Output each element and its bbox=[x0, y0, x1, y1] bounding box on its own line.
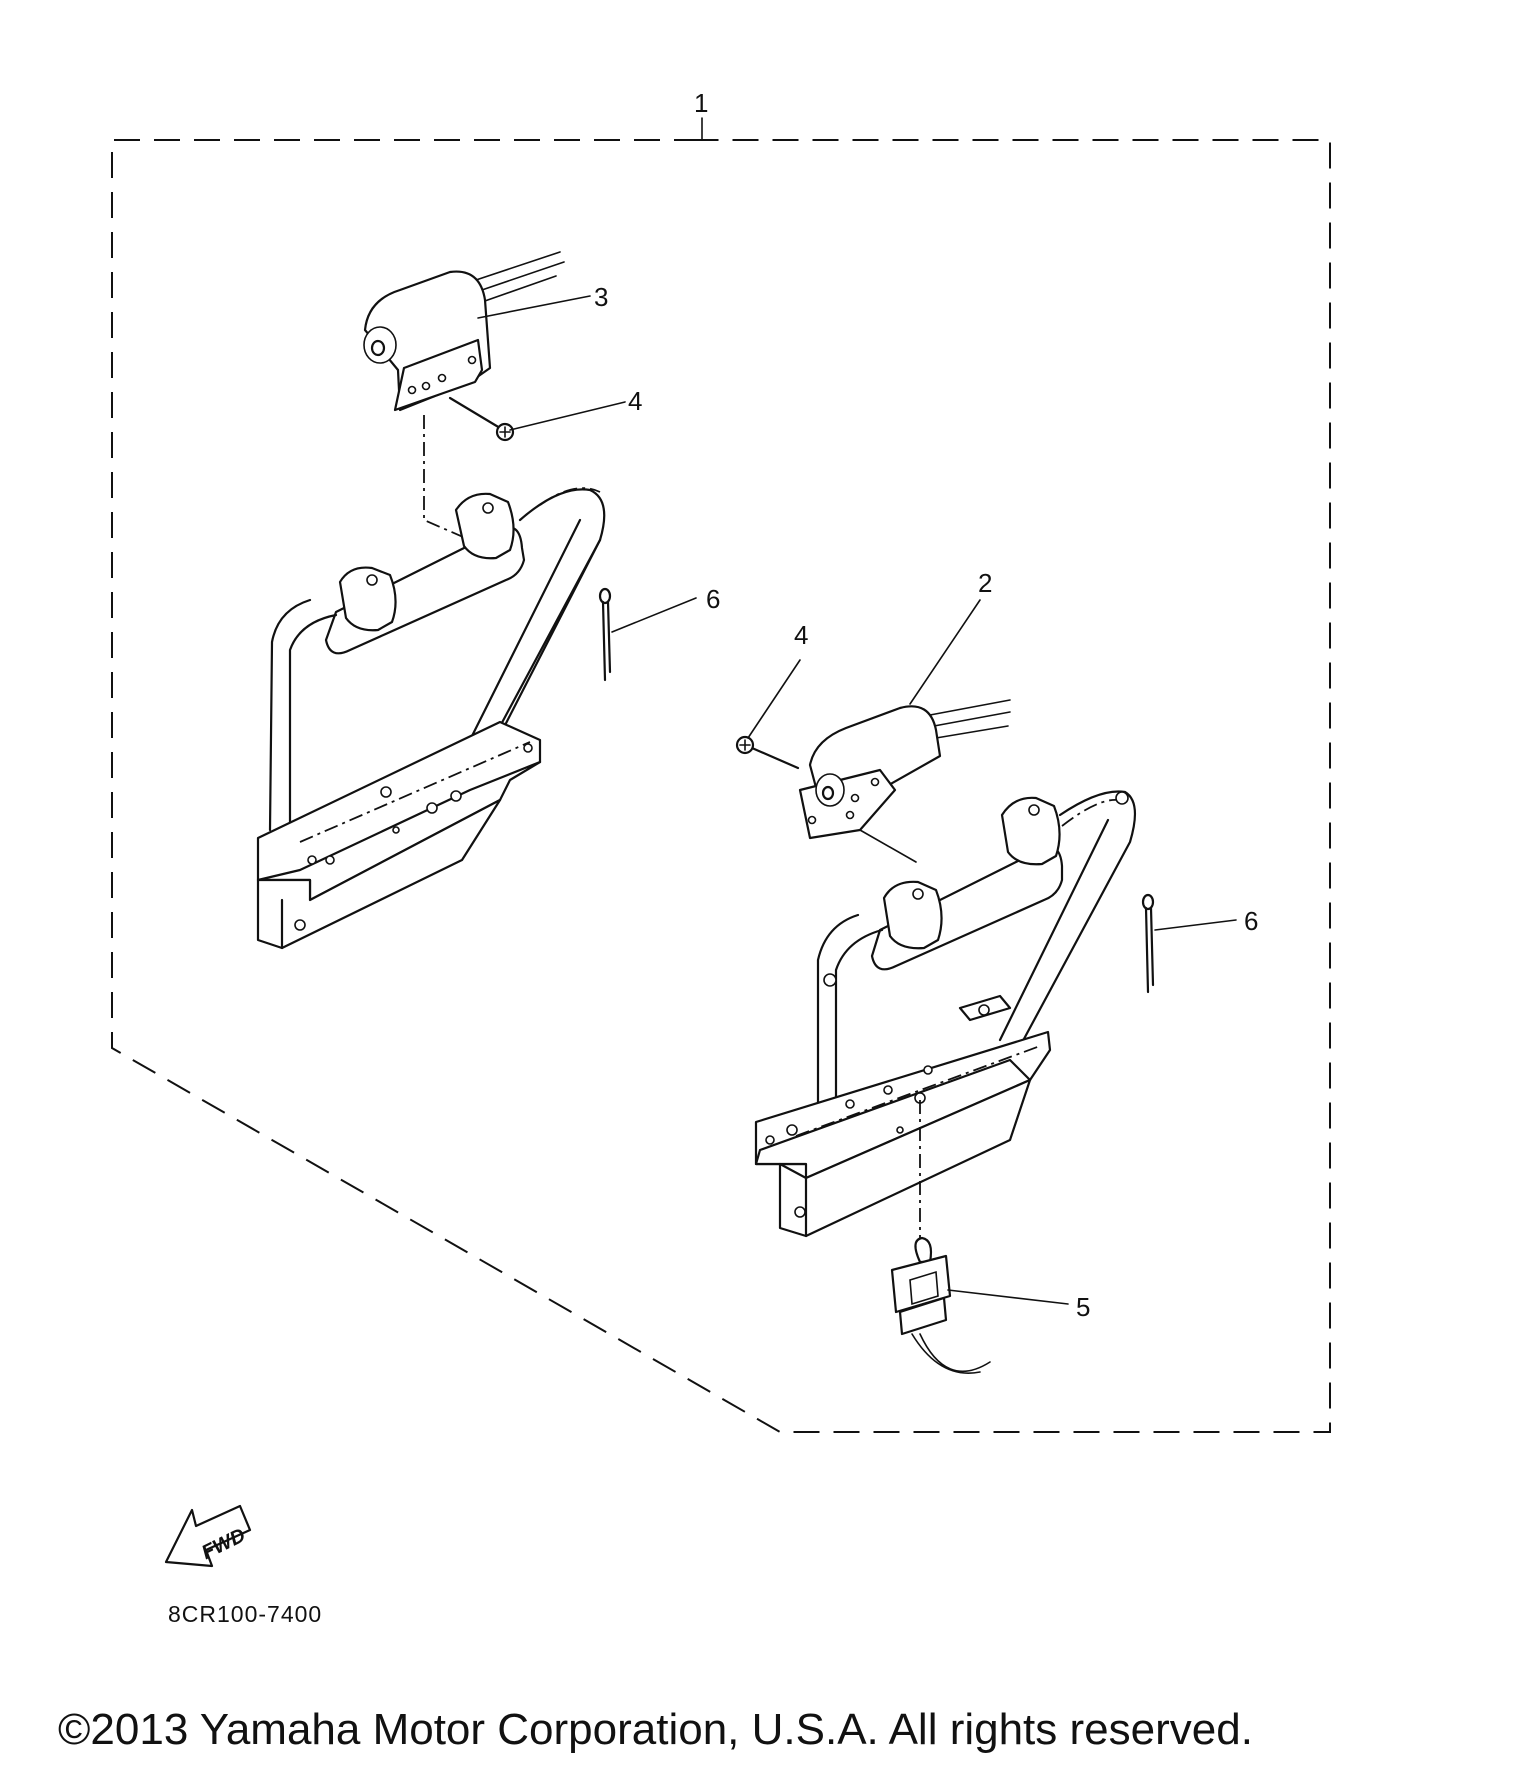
callout-4-left: 4 bbox=[628, 386, 642, 416]
callout-3: 3 bbox=[594, 282, 608, 312]
part-6-cotter-pin-left bbox=[598, 587, 612, 682]
copyright-notice: ©2013 Yamaha Motor Corporation, U.S.A. A… bbox=[58, 1705, 1253, 1754]
part-6-cotter-pin-right bbox=[1141, 893, 1155, 994]
part-3-cover bbox=[363, 270, 492, 412]
callout-5: 5 bbox=[1076, 1292, 1090, 1322]
callout-4-right: 4 bbox=[794, 620, 808, 650]
right-handle-assembly bbox=[735, 699, 1155, 1374]
diagram-code: 8CR100-7400 bbox=[168, 1601, 322, 1627]
kit-boundary bbox=[111, 139, 1331, 1433]
callout-2: 2 bbox=[978, 568, 992, 598]
part-4-screw-left bbox=[448, 396, 515, 442]
callout-6-left: 6 bbox=[706, 584, 720, 614]
callout-6-right: 6 bbox=[1244, 906, 1258, 936]
fwd-arrow-icon bbox=[164, 1504, 252, 1568]
part-2-cover bbox=[798, 705, 942, 840]
part-5-switch bbox=[890, 1236, 991, 1374]
fwd-direction-badge: FWD bbox=[164, 1504, 252, 1568]
left-handle-assembly bbox=[256, 251, 612, 950]
callout-1: 1 bbox=[694, 88, 708, 118]
left-cover-wires bbox=[469, 251, 565, 303]
right-cover-wires bbox=[929, 699, 1011, 739]
part-4-screw-right bbox=[735, 735, 800, 770]
